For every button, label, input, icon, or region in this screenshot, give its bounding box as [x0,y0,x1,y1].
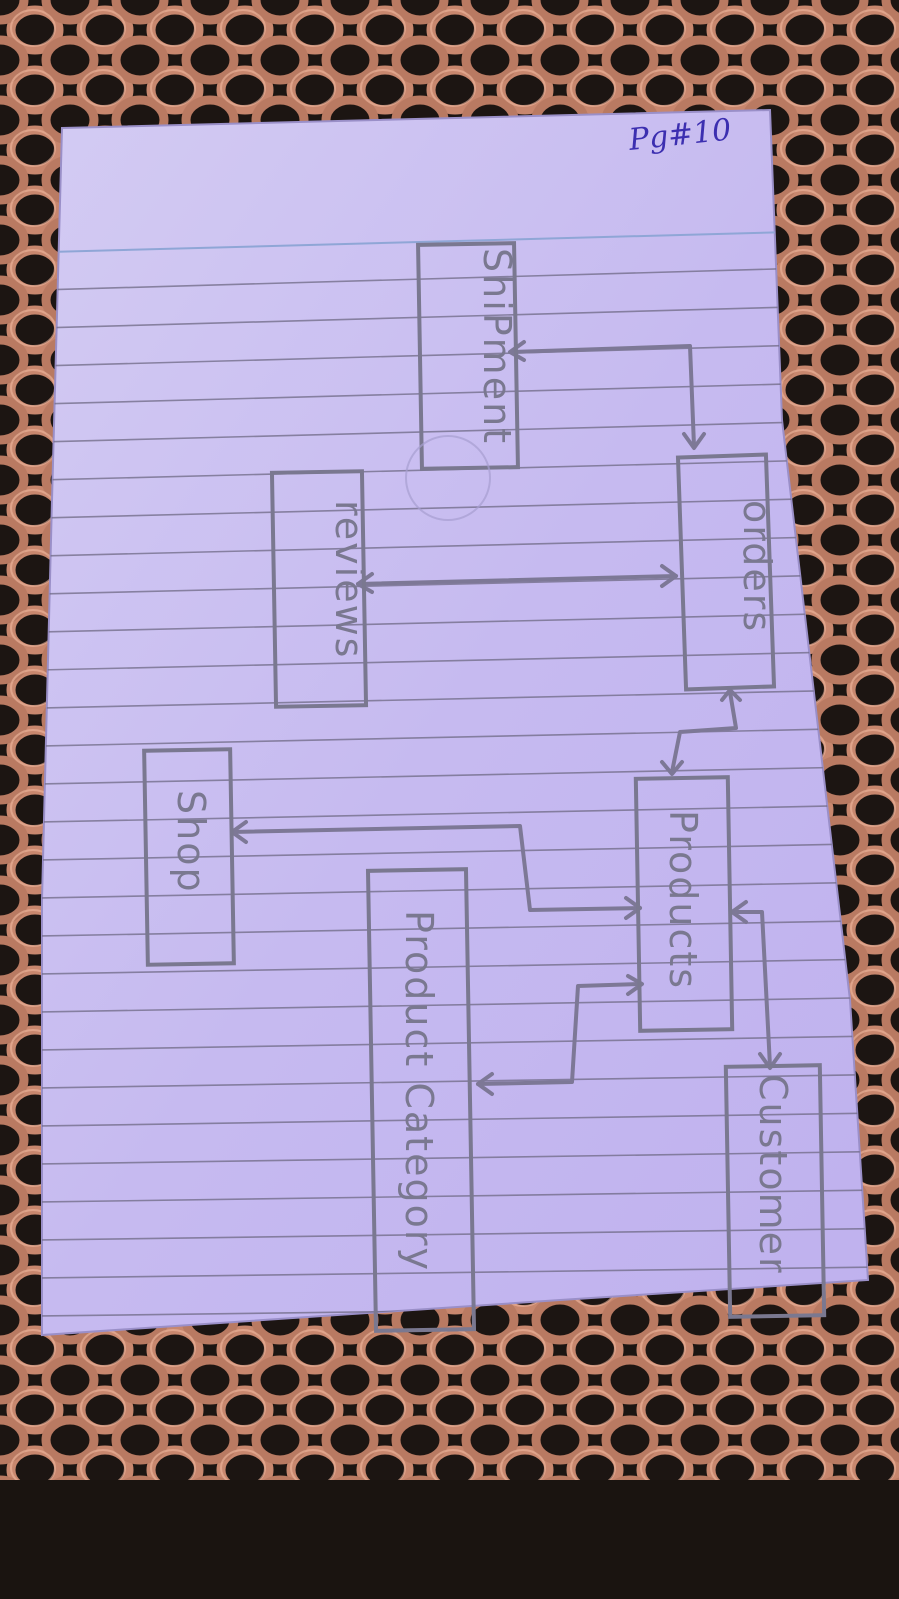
entity-label-orders: orders [735,500,779,633]
rule-line [42,1189,868,1203]
entity-box-reviews [269,469,369,709]
rule-line [42,534,868,557]
connector-shop-products [230,824,642,912]
entity-box-products [633,775,735,1033]
entity-label-customer: Customer [751,1074,795,1275]
rule-line [42,765,868,785]
rule-line [42,380,868,405]
connector-products-category-arrow-left [476,1072,494,1096]
rule-line [42,419,868,443]
eraser-smudge [405,435,491,521]
entity-box-shop [142,747,236,967]
entity-label-products: Products [661,810,705,990]
rule-line [42,650,868,671]
connector-shipment-orders [510,344,696,448]
rule-line [42,727,868,747]
rule-line [42,919,868,937]
rule-line [42,1227,868,1241]
rule-line [42,573,868,595]
connector-reviews-orders-arrow-left [356,572,374,594]
paper-sheet [41,108,870,1337]
entity-box-orders [675,452,777,692]
rule-line [42,496,868,519]
entity-label-shop: Shop [169,790,213,894]
rule-line [42,842,868,861]
connector-reviews-orders [356,574,678,586]
rule-line [42,265,868,291]
connector-shipment-orders-arrow-left [508,340,526,362]
connector-shipment-orders-arrow-down [682,432,706,450]
entity-label-shipment: ShiPment [475,248,519,445]
rule-line [42,1112,868,1127]
entity-box-customer [723,1063,827,1319]
rule-line [42,1035,868,1051]
entity-box-shipment [416,241,520,471]
rule-line [42,1266,868,1279]
connector-orders-products-arrow-down [660,760,684,776]
connector-products-customer [730,910,772,1068]
rule-line [42,303,868,329]
entity-label-reviews: reviews [327,500,371,659]
connector-orders-products-arrow-up [720,688,742,702]
rule-line [42,342,868,367]
connector-orders-products [670,690,738,774]
header-rule-line [49,231,791,253]
entity-box-product-category [365,867,477,1333]
rule-line [42,804,868,823]
rule-line [42,958,868,975]
rule-line [42,881,868,899]
rule-line [42,688,868,709]
rule-line [42,1073,868,1089]
connector-products-category-arrow-right [626,974,644,996]
entity-label-product-category: Product Category [397,910,441,1272]
rule-line [42,611,868,633]
rule-line [42,1150,868,1165]
rule-line [42,996,868,1013]
connector-reviews-orders-arrow-right [660,564,678,588]
connector-products-category [476,982,642,1086]
